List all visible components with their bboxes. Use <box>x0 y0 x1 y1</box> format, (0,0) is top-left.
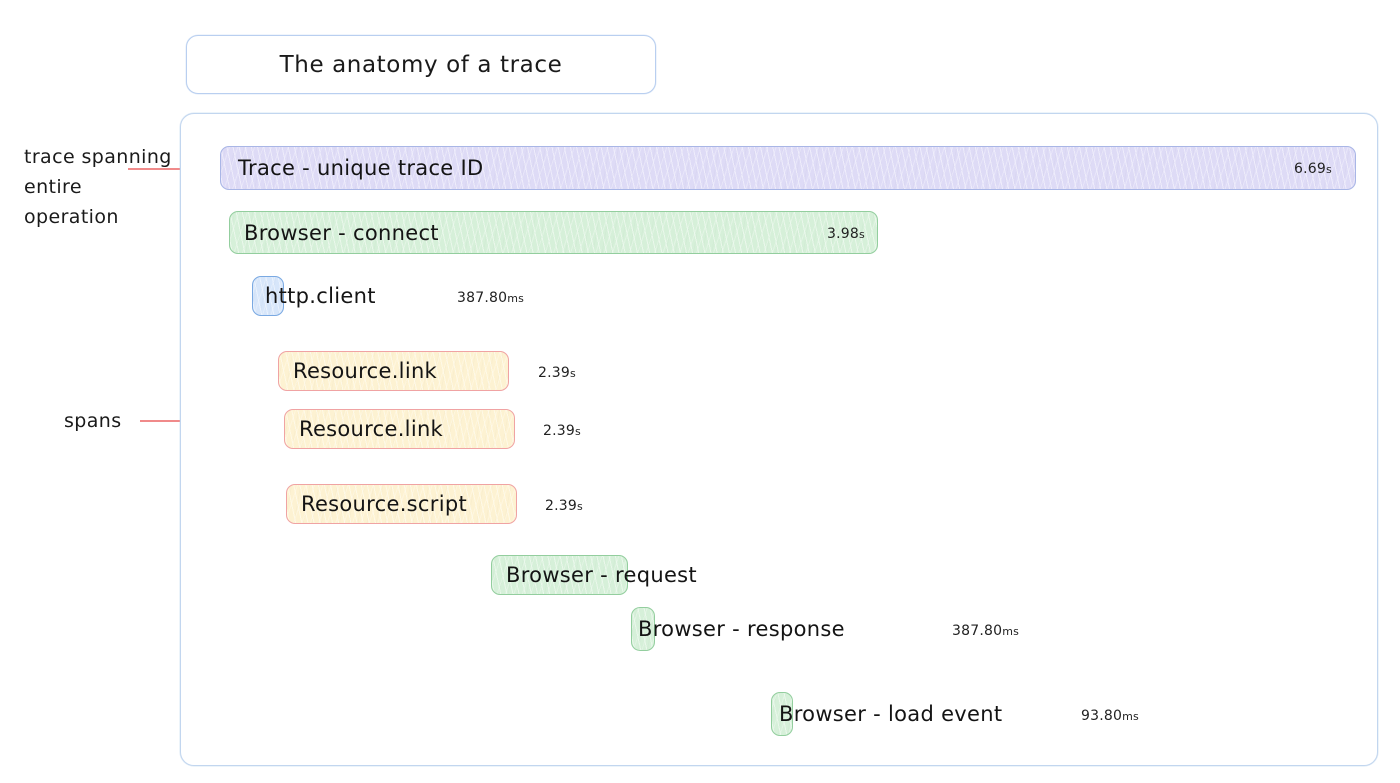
span-duration-value-browser-connect: 3.98 <box>827 226 859 242</box>
span-duration-value-browser-load-event: 93.80 <box>1081 708 1123 724</box>
span-bar-trace[interactable] <box>220 146 1356 190</box>
span-duration-unit-resource-link-2: s <box>574 425 581 438</box>
span-duration-unit-browser-response: ms <box>1002 625 1020 638</box>
span-duration-browser-load-event: 93.80ms <box>1081 708 1139 724</box>
span-duration-trace: 6.69s <box>1294 161 1332 177</box>
span-label-browser-response: Browser - response <box>638 617 845 641</box>
span-duration-value-resource-link-1: 2.39 <box>538 365 570 381</box>
span-bar-resource-script[interactable] <box>286 484 517 524</box>
span-duration-resource-link-2: 2.39s <box>543 423 581 439</box>
span-bar-browser-request[interactable] <box>491 555 628 595</box>
span-duration-unit-browser-load-event: ms <box>1122 710 1139 723</box>
annotation-spans-leader-line <box>140 420 214 422</box>
span-duration-value-trace: 6.69 <box>1294 161 1326 177</box>
span-duration-browser-connect: 3.98s <box>827 226 865 242</box>
span-duration-value-resource-script: 2.39 <box>545 498 577 514</box>
span-duration-resource-link-1: 2.39s <box>538 365 576 381</box>
span-duration-browser-response: 387.80ms <box>952 623 1019 639</box>
diagram-title-box: The anatomy of a trace <box>186 35 656 94</box>
span-label-browser-request: Browser - request <box>506 563 697 587</box>
span-duration-unit-resource-script: s <box>576 500 583 513</box>
span-duration-unit-http-client: ms <box>507 292 525 305</box>
span-bar-browser-response[interactable] <box>631 607 655 651</box>
span-bar-resource-link-2[interactable] <box>284 409 515 449</box>
annotation-trace-label: trace spanning entire operation <box>24 146 172 228</box>
annotation-trace-leader-line <box>128 168 208 170</box>
span-label-resource-link-2: Resource.link <box>299 417 444 441</box>
span-duration-unit-browser-connect: s <box>858 228 865 241</box>
annotation-spans-label: spans <box>64 410 122 432</box>
span-duration-value-http-client: 387.80 <box>457 290 508 306</box>
span-duration-value-resource-link-2: 2.39 <box>543 423 575 439</box>
span-label-http-client: http.client <box>265 284 376 308</box>
span-duration-unit-resource-link-1: s <box>569 367 576 380</box>
span-duration-unit-trace: s <box>1325 163 1332 176</box>
span-label-browser-connect: Browser - connect <box>244 221 439 245</box>
span-label-resource-link-1: Resource.link <box>293 359 438 383</box>
span-bar-resource-link-1[interactable] <box>278 351 509 391</box>
span-label-resource-script: Resource.script <box>301 492 467 516</box>
span-bar-http-client[interactable] <box>252 276 284 316</box>
span-label-trace: Trace - unique trace ID <box>238 156 484 180</box>
span-bar-browser-connect[interactable] <box>229 211 878 254</box>
page-title: The anatomy of a trace <box>279 51 563 78</box>
span-bar-browser-load-event[interactable] <box>771 692 793 736</box>
span-duration-resource-script: 2.39s <box>545 498 583 514</box>
span-duration-value-browser-response: 387.80 <box>952 623 1003 639</box>
span-label-browser-load-event: Browser - load event <box>779 702 1003 726</box>
span-duration-http-client: 387.80ms <box>457 290 524 306</box>
